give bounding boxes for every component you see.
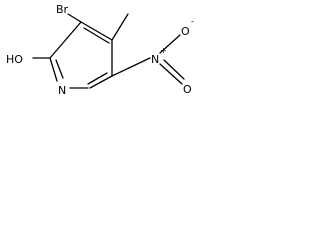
- bond-n1-c2: [49, 57, 58, 82]
- bond-nitro-o-bottom-double: [163, 59, 185, 80]
- nitro-plus-charge: +: [160, 46, 167, 55]
- bond-c3-br: [67, 13, 82, 23]
- structure-diagram: Br HO N N + O - O: [6, 3, 194, 97]
- nitro-oxygen-top-label: O: [181, 25, 190, 38]
- bond-c5-c6-inner: [87, 72, 108, 85]
- hydroxyl-label: HO: [6, 53, 23, 66]
- bond-c3-c4: [80, 21, 113, 41]
- bond-c5-c6: [89, 75, 113, 89]
- bond-c3-c4-inner: [83, 27, 110, 44]
- ring-nitrogen-label: N: [58, 84, 66, 97]
- bond-c2-c3: [49, 21, 82, 59]
- nitro-nitrogen-label: N: [151, 53, 159, 66]
- atom-labels: Br HO N N + O - O: [6, 3, 194, 97]
- bond-nitro-o-top: [159, 34, 181, 54]
- bond-c4-methyl: [111, 13, 129, 41]
- ring-bonds: [49, 21, 113, 89]
- nitro-oxygen-bottom-label: O: [183, 83, 192, 96]
- bond-nitro-o-bottom: [159, 63, 183, 85]
- substituent-bonds: [32, 13, 185, 85]
- bond-c5-nitro: [111, 57, 151, 77]
- nitro-oxygen-top-minus: -: [191, 17, 194, 26]
- bromine-label: Br: [56, 3, 69, 16]
- bond-n1-c2-inner: [55, 59, 64, 79]
